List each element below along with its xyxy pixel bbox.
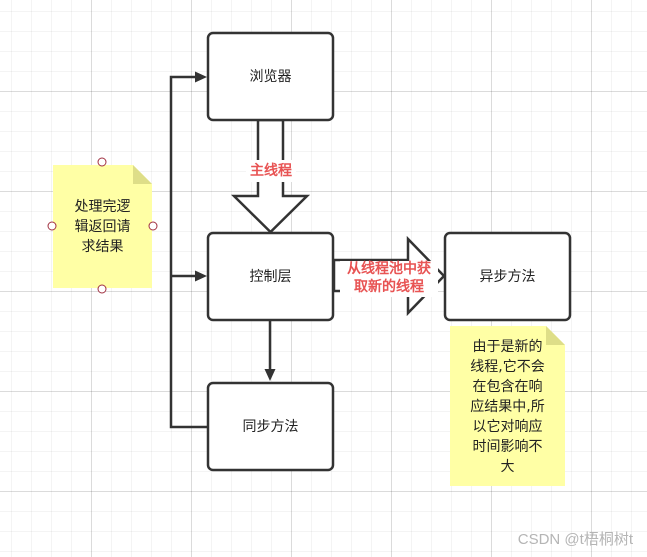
note-right[interactable] — [450, 326, 565, 486]
note-left[interactable] — [47, 157, 158, 294]
note-left-shape — [53, 165, 152, 288]
node-controller-label: 控制层 — [250, 269, 292, 285]
note-left-text: 处理完逻 辑返回请 求结果 — [74, 199, 131, 255]
note-right-fold — [546, 326, 565, 345]
node-browser[interactable]: 浏览器 — [206, 31, 335, 122]
node-async-method[interactable]: 异步方法 — [443, 231, 572, 322]
main-thread-label: 主线程 — [250, 162, 292, 179]
node-browser-label: 浏览器 — [250, 69, 292, 85]
new-thread-label-bg — [340, 261, 438, 297]
resize-handle-top[interactable] — [97, 157, 107, 167]
watermark: CSDN @t梧桐树t — [517, 531, 633, 548]
note-right-shape — [450, 326, 565, 486]
main-thread-label-bg — [246, 160, 296, 182]
controller-to-sync-arrowhead — [264, 369, 276, 381]
node-controller[interactable]: 控制层 — [206, 231, 335, 322]
resize-handle-bottom[interactable] — [97, 284, 107, 294]
arrowhead-to-browser — [195, 71, 207, 83]
resize-handle-left[interactable] — [47, 221, 57, 231]
note-right-text: 由于是新的 线程,它不会 在包含在响 应结果中,所 以它对响应 时间影响不 大 — [470, 339, 545, 475]
return-connector — [169, 75, 207, 429]
arrowhead-to-controller — [195, 270, 207, 282]
new-thread-label-line1: 从线程池中获 — [347, 260, 431, 277]
resize-handle-right[interactable] — [148, 221, 158, 231]
node-async-method-label: 异步方法 — [480, 269, 536, 285]
note-left-fold — [133, 165, 152, 184]
node-sync-method[interactable]: 同步方法 — [206, 381, 335, 472]
new-thread-label-line2: 取新的线程 — [354, 278, 424, 295]
node-sync-method-label: 同步方法 — [243, 419, 299, 435]
